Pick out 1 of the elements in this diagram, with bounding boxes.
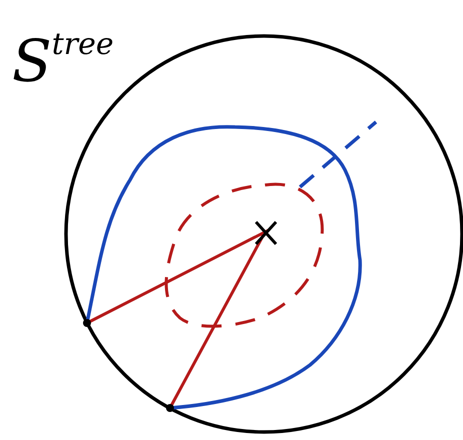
set-label: S$^{tree}$	[12, 30, 114, 90]
